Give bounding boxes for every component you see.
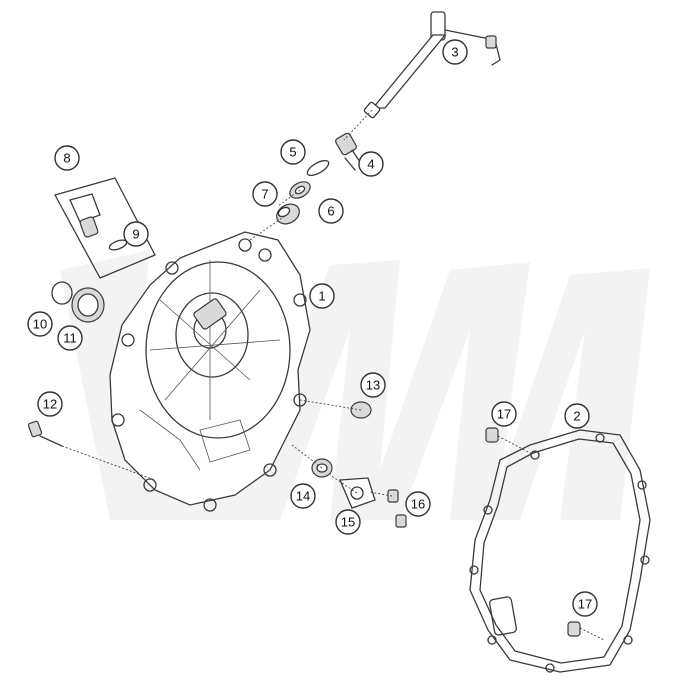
callout-12: 12 <box>37 391 63 417</box>
part-3-shaft <box>363 11 501 119</box>
callout-14-label: 14 <box>296 489 310 504</box>
callout-1-label: 1 <box>318 289 325 304</box>
part-10-circlip <box>51 281 73 305</box>
callout-17-lower: 17 <box>572 591 598 617</box>
callout-15-label: 15 <box>341 515 355 530</box>
part-11-seal <box>71 287 105 323</box>
part-5-washer <box>306 159 330 177</box>
callout-11: 11 <box>57 325 83 351</box>
callout-8: 8 <box>54 145 80 171</box>
callout-9: 9 <box>123 221 149 247</box>
callout-17-upper-label: 17 <box>497 407 511 422</box>
callout-10-label: 10 <box>33 317 47 332</box>
callout-14: 14 <box>290 483 316 509</box>
part-17-dowel-lower <box>567 621 581 637</box>
part-4-pin <box>335 132 363 171</box>
leader-lines <box>61 109 605 641</box>
part-17-dowel-upper <box>485 427 499 443</box>
callout-7-label: 7 <box>261 187 268 202</box>
callout-16-label: 16 <box>411 497 425 512</box>
part-15-plate <box>339 477 376 509</box>
callout-10: 10 <box>27 311 53 337</box>
callout-16: 16 <box>405 491 431 517</box>
callout-2: 2 <box>564 403 590 429</box>
callout-7: 7 <box>252 181 278 207</box>
callout-1: 1 <box>309 283 335 309</box>
callout-8-label: 8 <box>63 151 70 166</box>
callout-5-label: 5 <box>289 145 296 160</box>
part-2-gasket <box>469 429 651 673</box>
callout-15: 15 <box>335 509 361 535</box>
callout-13: 13 <box>360 372 386 398</box>
part-12-bolt <box>27 420 63 447</box>
callout-2-label: 2 <box>573 409 580 424</box>
part-8-9-plug-box <box>54 177 156 279</box>
callout-6: 6 <box>318 198 344 224</box>
callout-11-label: 11 <box>63 331 77 346</box>
callout-13-label: 13 <box>366 378 380 393</box>
callout-9-label: 9 <box>132 227 139 242</box>
part-1-clutch-cover <box>109 231 311 512</box>
part-16-screws <box>387 489 407 528</box>
callout-5: 5 <box>280 139 306 165</box>
callout-4-label: 4 <box>367 157 374 172</box>
callout-3: 3 <box>442 39 468 65</box>
callout-17-lower-label: 17 <box>578 597 592 612</box>
callout-17-upper: 17 <box>491 401 517 427</box>
callout-3-label: 3 <box>451 45 458 60</box>
callout-6-label: 6 <box>327 204 334 219</box>
callout-12-label: 12 <box>43 397 57 412</box>
callout-4: 4 <box>358 151 384 177</box>
